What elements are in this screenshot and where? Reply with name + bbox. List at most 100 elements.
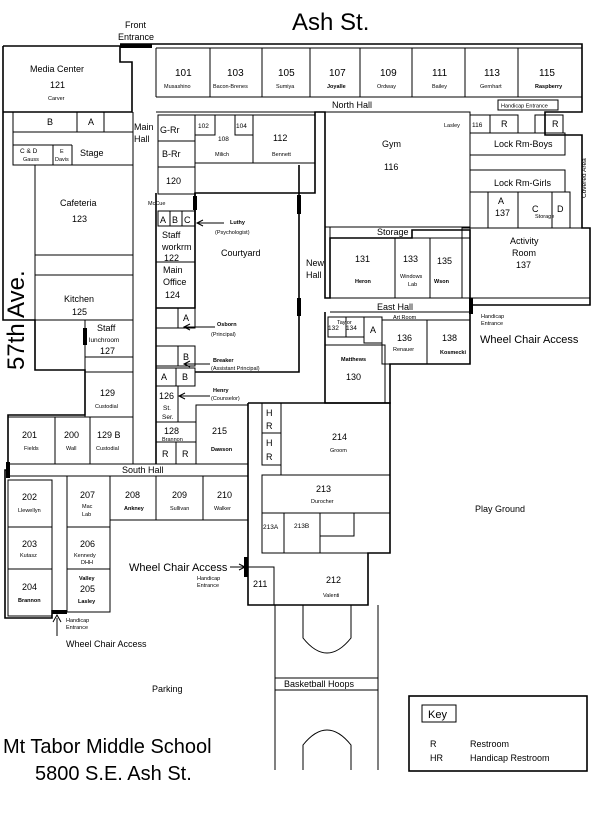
room-107-number: 107: [329, 68, 346, 79]
room-207-name: Mac: [82, 504, 93, 510]
room-109-number: 109: [380, 68, 397, 79]
ash-street-label: Ash St.: [292, 9, 369, 36]
cafeteria-name: Cafeteria: [60, 198, 97, 208]
room-130-number: 130: [346, 372, 361, 382]
room-204-name: Brannon: [18, 598, 41, 604]
room-a-lower-label: A: [161, 372, 167, 382]
room-131: [329, 237, 396, 299]
room-212-number: 212: [326, 575, 341, 585]
henry-name: Henry: [213, 388, 230, 394]
luthy-arrow: [195, 219, 224, 227]
restroom-north-1-label: R: [501, 119, 508, 129]
south-handicap-1: Handicap: [197, 576, 220, 582]
room-203-name: Kutasz: [20, 553, 37, 559]
room-133-number: 133: [403, 254, 418, 264]
room-213b-number: 213B: [294, 523, 309, 530]
staff-lunchroom-l1: Staff: [97, 323, 116, 333]
west-wing-outline: [2, 46, 86, 619]
room-213a: [261, 512, 285, 554]
art-room-label: Art Room: [393, 315, 417, 321]
osborn-arrow: [182, 323, 215, 331]
activity-room: [461, 227, 591, 299]
breaker-name: Breaker: [213, 358, 234, 364]
room-132-number: 132: [328, 325, 339, 332]
room-213: [261, 474, 391, 514]
room-109-teacher: Ordway: [377, 84, 396, 90]
west-handicap-entrance-2: Entrance: [66, 625, 88, 631]
east-hall-walls: [330, 297, 470, 313]
room-209-name: Sullivan: [170, 506, 189, 512]
basketball-hoops-label: Basketball Hoops: [284, 679, 355, 689]
room-b-breaker: [177, 345, 196, 367]
room-128-number: 128: [164, 426, 179, 436]
south-hall-label: South Hall: [122, 465, 164, 475]
lasley-label: Lasley: [444, 123, 460, 129]
room-101-teacher: Musashino: [164, 84, 191, 90]
room-103-number: 103: [227, 68, 244, 79]
room-133-name2: Lab: [408, 282, 417, 288]
henry-arrow: [177, 392, 210, 400]
kitchen-name: Kitchen: [64, 294, 94, 304]
room-204: [7, 568, 53, 617]
media-center-name: Media Center: [30, 64, 84, 74]
restroom-north-2-label: R: [552, 119, 559, 129]
east-hall-label: East Hall: [377, 302, 413, 312]
luthy-name: Luthy: [230, 220, 246, 226]
room-112-number: 112: [273, 133, 287, 143]
boys-restroom-label: B-Rr: [162, 149, 181, 159]
room-c-office: [181, 210, 196, 227]
map-key-title-box: [421, 704, 457, 723]
room-103-teacher: Bacon-Brenes: [213, 84, 248, 90]
kitchen-number: 125: [72, 307, 87, 317]
parking-label: Parking: [152, 684, 183, 694]
room-205-name: Lasley: [78, 599, 96, 605]
henry-role: (Counselor): [211, 396, 240, 402]
main-office-l1: Main: [163, 265, 183, 275]
room-205-over: Valley: [79, 576, 96, 582]
breaker-role: (Assistant Principal): [211, 366, 260, 372]
room-108-number: 108: [218, 136, 229, 143]
activity-room-number: 137: [516, 260, 531, 270]
room-b-breaker-label: B: [183, 352, 189, 362]
room-208-name: Ankney: [124, 506, 145, 512]
room-136-name: Renauer: [393, 347, 414, 353]
west-wheelchair-access: Wheel Chair Access: [66, 639, 147, 649]
new-hall-label-2: Hall: [306, 270, 322, 280]
room-108-name: Milich: [215, 152, 229, 158]
north-hall-handicap-entrance: [497, 99, 559, 111]
room-206-name: Kennedy: [74, 553, 96, 559]
room-214-number: 214: [332, 432, 347, 442]
locker-room-boys: [469, 132, 566, 156]
room-200-name: Wall: [66, 446, 77, 452]
new-hall-label: New: [306, 258, 325, 268]
girls-restroom-label: G-Rr: [160, 125, 180, 135]
front-entrance-label: Front: [125, 20, 147, 30]
osborn-role: (Principal): [211, 332, 236, 338]
restroom-128b-label: R: [182, 449, 189, 459]
room-200: [54, 416, 91, 465]
room-b-office-label: B: [172, 215, 178, 225]
room-206-name2: DHH: [81, 560, 93, 566]
key-hr-label: Handicap Restroom: [470, 753, 550, 763]
main-hall-label: Main: [134, 122, 154, 132]
room-200-number: 200: [64, 430, 79, 440]
room-210-name: Walker: [214, 506, 231, 512]
staff-workroom-l1: Staff: [162, 230, 181, 240]
storage-label: Storage: [377, 227, 409, 237]
room-203-number: 203: [22, 539, 37, 549]
east-handicap-2: Entrance: [481, 321, 503, 327]
room-210-number: 210: [217, 490, 232, 500]
restroom-north-2: [534, 114, 564, 134]
school-address: 5800 S.E. Ash St.: [35, 763, 192, 785]
room-111-teacher: Bailey: [432, 84, 447, 90]
courtyard-label: Courtyard: [221, 248, 261, 258]
locker-room-girls-label: Lock Rm-Girls: [494, 178, 552, 188]
room-137a-l2: 137: [495, 208, 510, 218]
school-name: Mt Tabor Middle School: [3, 736, 212, 758]
staff-lunchroom-l2: lunchroom: [89, 337, 119, 344]
key-r-symbol: R: [430, 739, 437, 749]
room-129-number: 129: [100, 388, 115, 398]
taylor-label: Taylor: [337, 320, 352, 326]
room-126-l2: St.: [163, 405, 171, 412]
